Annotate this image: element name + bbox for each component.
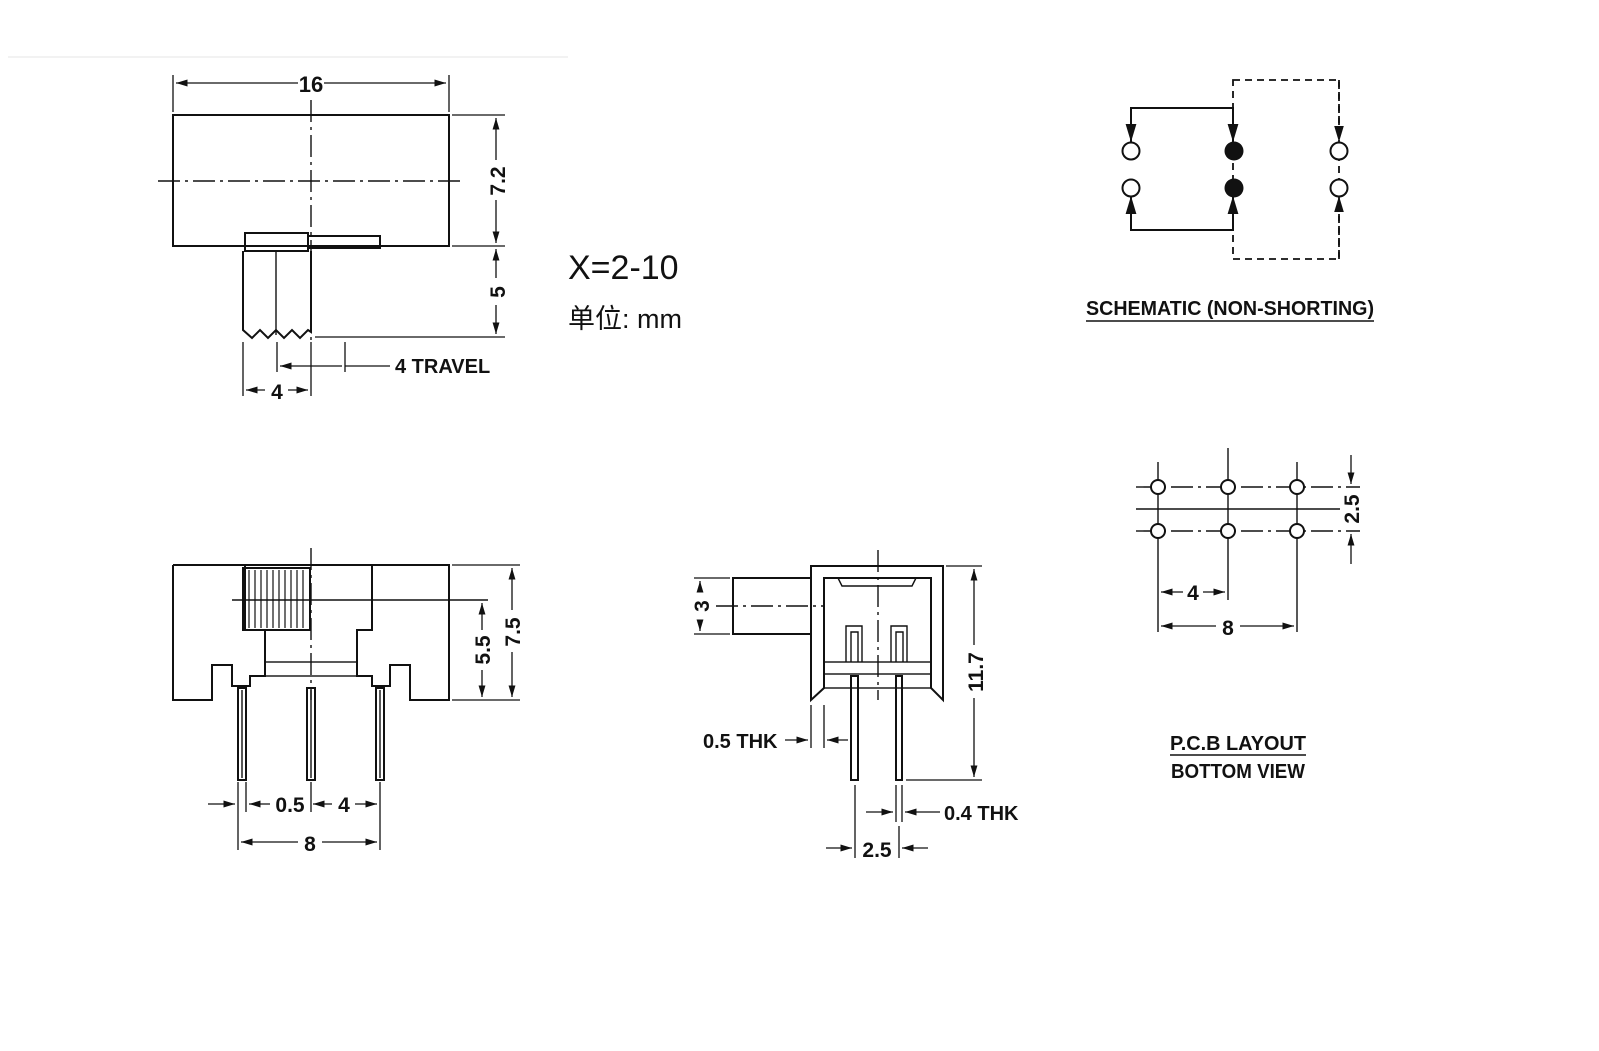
top-view: 16 7.2 5 4 4 TRAVEL [158, 72, 510, 404]
dim-4-pcb-label: 4 [1187, 582, 1199, 605]
pin-right [375, 687, 385, 781]
schematic-title: SCHEMATIC (NON-SHORTING) [1086, 298, 1374, 320]
contact-left [845, 625, 863, 662]
thk-0-4-label: 0.4 THK [944, 803, 1019, 825]
dim-0-5-label: 0.5 [275, 794, 305, 817]
dim-2-5-pcb-label: 2.5 [1341, 494, 1364, 524]
pcb-hole [1150, 523, 1166, 539]
unit-label: 单位: mm [568, 304, 682, 334]
side-view: 3 11.7 0.5 THK 0.4 THK 2.5 [691, 550, 1019, 862]
contact-right [890, 625, 908, 662]
dim-5-label: 5 [487, 286, 510, 298]
pin-left [237, 687, 247, 781]
dim-16-label: 16 [299, 72, 323, 97]
pin-center [306, 687, 316, 781]
pcb-hole [1220, 479, 1236, 495]
dim-8-front-label: 8 [304, 833, 316, 856]
travel-label: 4 TRAVEL [395, 356, 490, 378]
side-pin-left [850, 675, 859, 781]
actuator-base [244, 232, 309, 252]
dim-4-front-label: 4 [338, 794, 350, 817]
terminal-common-top [1224, 141, 1244, 161]
knob-ridges [248, 570, 304, 628]
switch-position-dashed [1232, 79, 1340, 260]
front-knob [242, 567, 311, 631]
dim-7-2-label: 7.2 [487, 166, 510, 195]
schematic: SCHEMATIC (NON-SHORTING) [1086, 79, 1374, 322]
terminal-open-tl [1121, 141, 1141, 161]
dim-2-5-side-label: 2.5 [862, 839, 892, 862]
pcb-layout-title: P.C.B LAYOUT [1170, 733, 1306, 755]
terminal-common-bottom [1224, 178, 1244, 198]
pcb-hole [1289, 479, 1305, 495]
dim-3-label: 3 [691, 600, 714, 612]
side-pin-right [895, 675, 903, 781]
dim-5-5-label: 5.5 [472, 635, 495, 665]
terminal-open-tr [1329, 141, 1349, 161]
pcb-hole [1150, 479, 1166, 495]
actuator-knob [242, 251, 312, 340]
x-range-label: X=2-10 [568, 249, 679, 287]
pcb-layout: 2.5 4 8 P.C.B LAYOUT BOTTOM VIEW [1136, 448, 1364, 783]
bottom-view-title: BOTTOM VIEW [1171, 761, 1305, 783]
dim-7-5-label: 7.5 [502, 617, 525, 647]
pcb-hole [1289, 523, 1305, 539]
front-view: 5.5 7.5 0.5 4 8 [172, 548, 525, 856]
pcb-hole [1220, 523, 1236, 539]
terminal-open-br [1329, 178, 1349, 198]
dim-8-pcb-label: 8 [1222, 617, 1234, 640]
terminal-open-bl [1121, 178, 1141, 198]
slider-track [307, 235, 381, 249]
thk-0-5-label: 0.5 THK [703, 731, 778, 753]
dim-4-label: 4 [271, 381, 283, 404]
dim-11-7-label: 11.7 [965, 652, 988, 692]
